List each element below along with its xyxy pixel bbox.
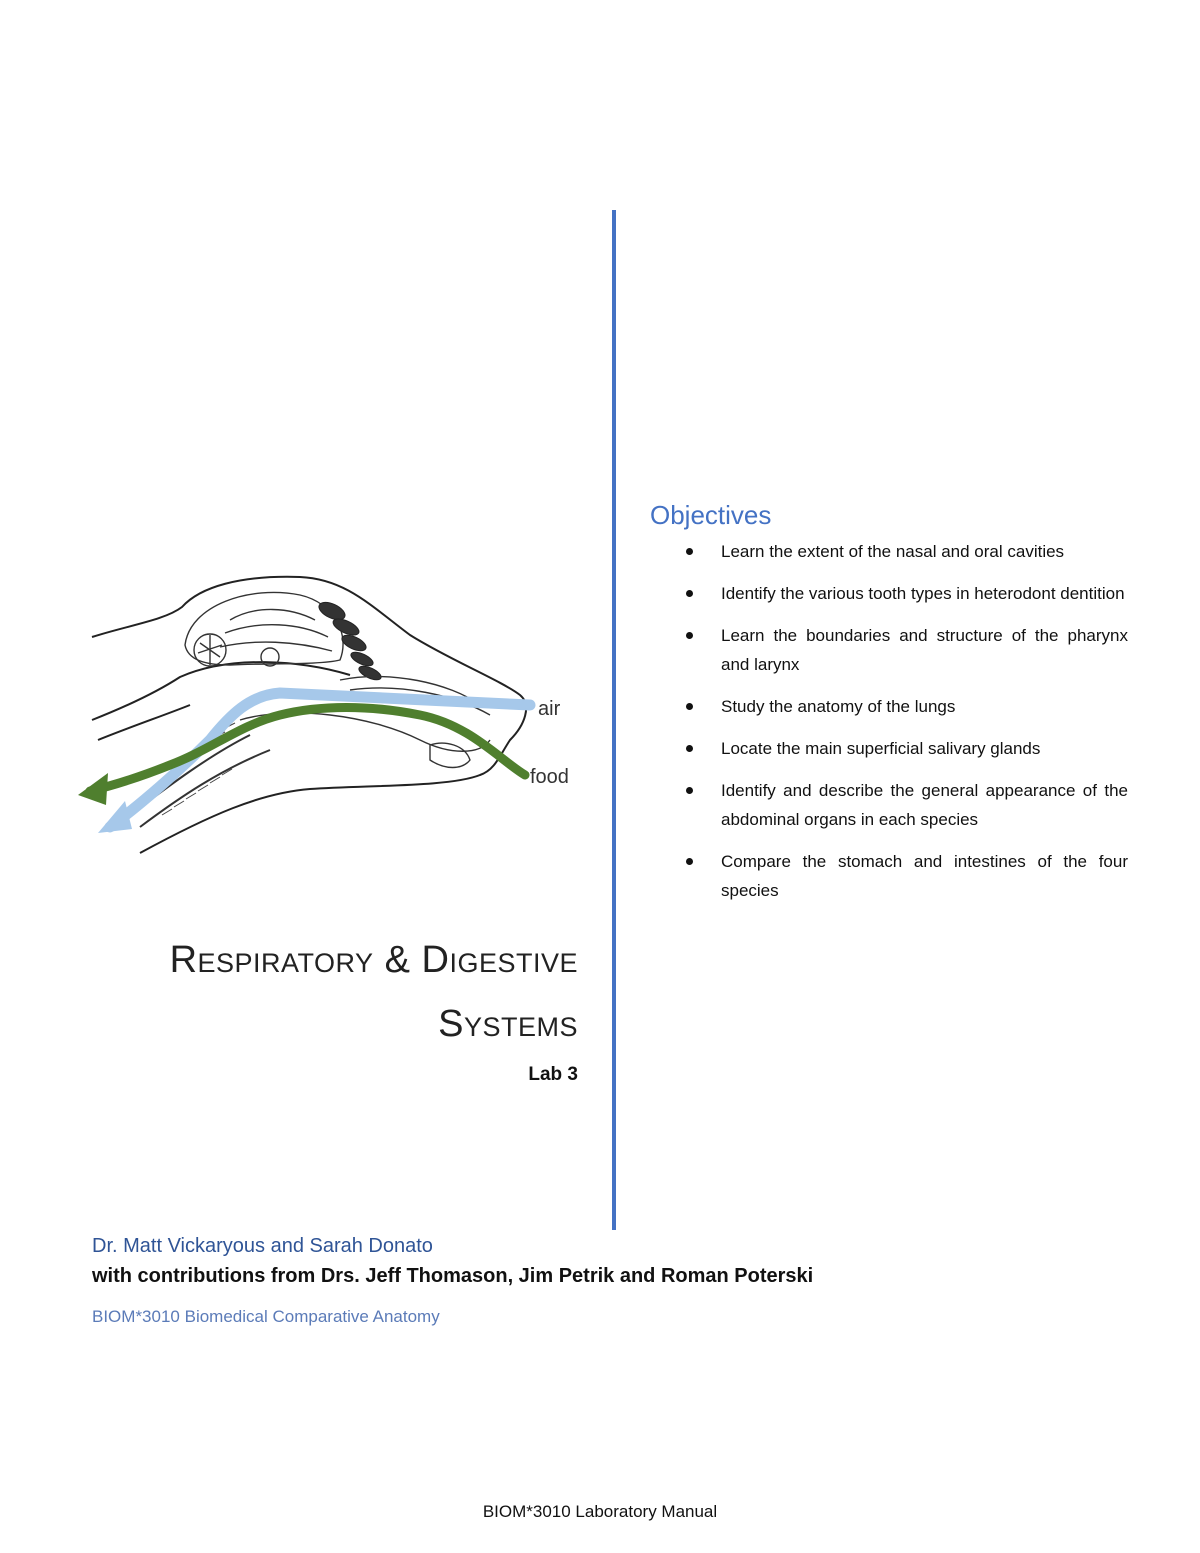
lab-number: Lab 3 <box>528 1064 578 1085</box>
bullet-icon <box>686 632 693 639</box>
list-item: Learn the extent of the nasal and oral c… <box>650 537 1128 566</box>
list-item: Study the anatomy of the lungs <box>650 692 1128 721</box>
head-sagittal-diagram: air food <box>78 575 569 854</box>
authors-names: Dr. Matt Vickaryous and Sarah Donato <box>92 1235 433 1257</box>
contributions: with contributions from Drs. Jeff Thomas… <box>92 1265 814 1287</box>
course-name: BIOM*3010 Biomedical Comparative Anatomy <box>92 1307 440 1326</box>
list-item: Identify and describe the general appear… <box>650 776 1128 834</box>
document-title: Respiratory & Digestive Systems <box>170 928 578 1056</box>
authors-block: Dr. Matt Vickaryous and Sarah Donato wit… <box>92 1232 813 1328</box>
list-item: Compare the stomach and intestines of th… <box>650 847 1128 905</box>
list-item: Identify the various tooth types in hete… <box>650 579 1128 608</box>
bullet-icon <box>686 590 693 597</box>
page-footer: BIOM*3010 Laboratory Manual <box>482 1502 718 1521</box>
food-label: food <box>530 766 569 788</box>
bullet-icon <box>686 787 693 794</box>
objectives-section: Objectives Learn the extent of the nasal… <box>650 500 1128 918</box>
bullet-icon <box>686 548 693 555</box>
title-line-2: Systems <box>438 1003 578 1045</box>
list-item: Locate the main superficial salivary gla… <box>650 734 1128 763</box>
vertical-divider <box>612 210 616 1230</box>
objectives-heading: Objectives <box>650 500 772 530</box>
objectives-list: Learn the extent of the nasal and oral c… <box>650 537 1128 905</box>
bullet-icon <box>686 745 693 752</box>
anatomy-figure: air food <box>70 565 590 865</box>
air-label: air <box>538 698 561 720</box>
list-item: Learn the boundaries and structure of th… <box>650 621 1128 679</box>
bullet-icon <box>686 858 693 865</box>
bullet-icon <box>686 703 693 710</box>
title-line-1: Respiratory & Digestive <box>169 939 578 981</box>
